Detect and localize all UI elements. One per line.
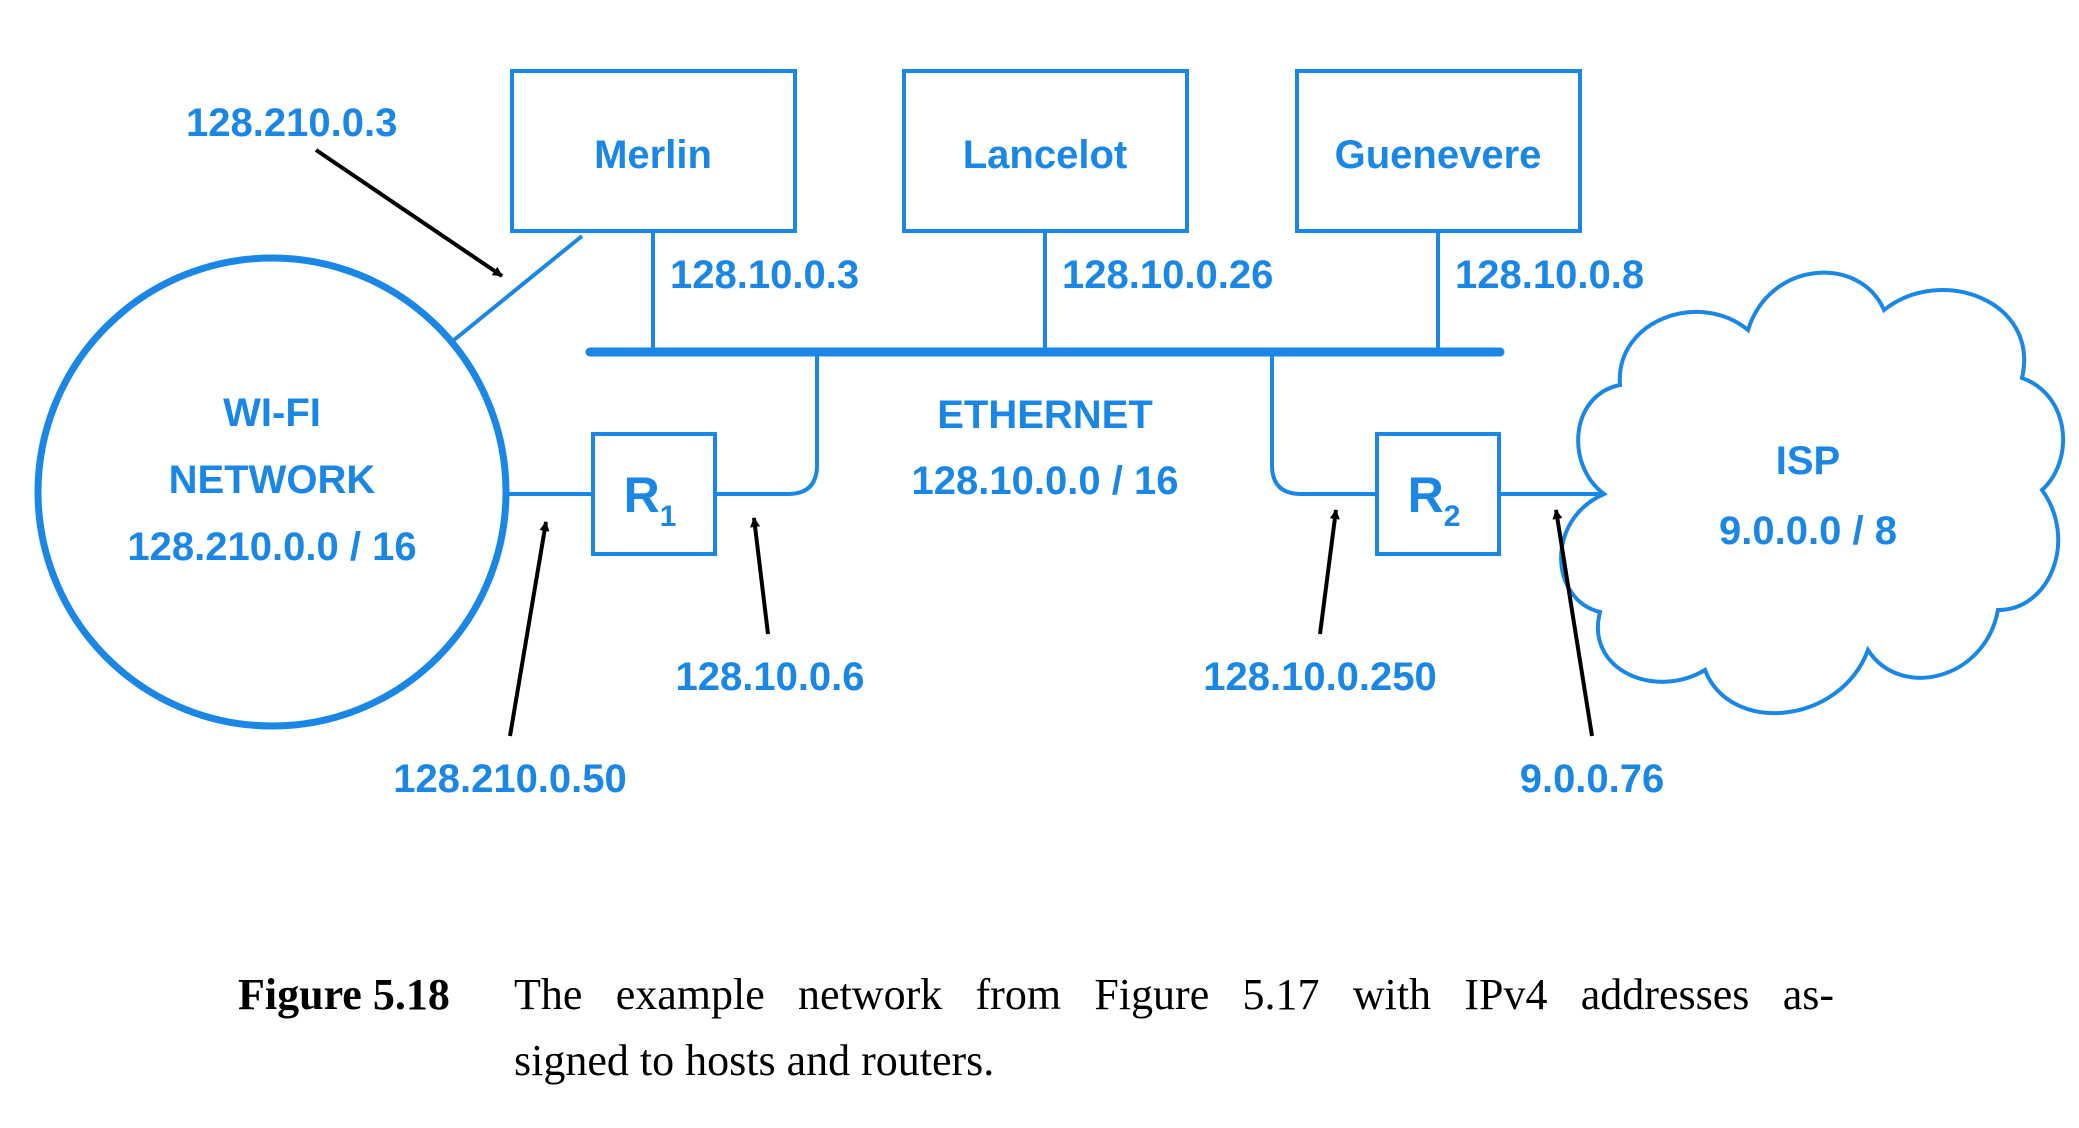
host-label-lancelot: Lancelot — [963, 133, 1127, 177]
arrow-r1-ethernet-address — [750, 517, 770, 635]
isp-cloud — [1559, 270, 2065, 715]
merlin-wifi-link — [452, 234, 584, 342]
host-label-merlin: Merlin — [594, 133, 712, 177]
router1-label: R1 — [624, 467, 677, 533]
ethernet-prefix: 128.10.0.0 / 16 — [912, 459, 1179, 503]
arrow-r2-isp-address — [1552, 509, 1594, 737]
router2-isp-address: 9.0.0.76 — [1520, 757, 1665, 801]
host-address-merlin: 128.10.0.3 — [670, 253, 859, 297]
r2-ethernet-link — [1270, 352, 1377, 496]
ethernet-label: ETHERNET — [937, 393, 1153, 437]
arrow-r2-ethernet-address — [1318, 509, 1340, 635]
host-label-guenevere: Guenevere — [1335, 133, 1542, 177]
isp-label: ISP — [1776, 439, 1840, 483]
host-address-lancelot: 128.10.0.26 — [1062, 253, 1273, 297]
arrow-merlin-wifi-address — [314, 148, 504, 278]
router1-ethernet-address: 128.10.0.6 — [675, 655, 864, 699]
merlin-wifi-address: 128.210.0.3 — [186, 101, 397, 145]
caption-line2: signed to hosts and routers. — [514, 1036, 995, 1085]
arrow-r1-wifi-address — [508, 521, 550, 737]
host-address-guenevere: 128.10.0.8 — [1455, 253, 1644, 297]
router2-ethernet-address: 128.10.0.250 — [1203, 655, 1437, 699]
r1-ethernet-link — [715, 352, 819, 496]
wifi-prefix: 128.210.0.0 / 16 — [127, 525, 416, 569]
caption-text: The example network from Figure 5.17 wit… — [514, 962, 1834, 1094]
router1-wifi-address: 128.210.0.50 — [393, 757, 627, 801]
caption-line1: The example network from Figure 5.17 wit… — [514, 970, 1834, 1019]
wifi-label-line2: NETWORK — [169, 458, 376, 502]
isp-prefix: 9.0.0.0 / 8 — [1719, 509, 1897, 553]
router2-label: R2 — [1408, 467, 1461, 533]
caption-label: Figure 5.18 — [238, 970, 450, 1019]
wifi-label-line1: WI-FI — [223, 391, 321, 435]
